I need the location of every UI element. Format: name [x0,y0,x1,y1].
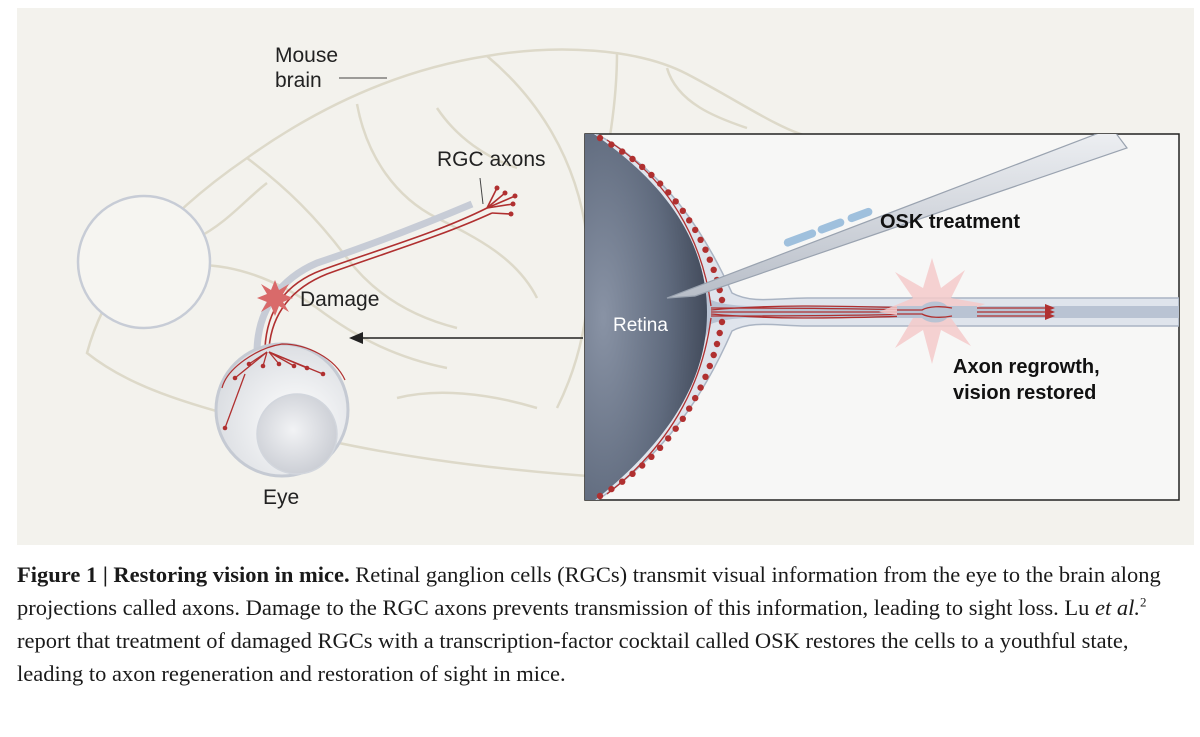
olfactory-bulb [76,194,212,330]
optic-nerve [253,200,474,354]
mouse-brain-label-line2: brain [275,69,322,92]
diagram-canvas: Mouse brain RGC axons Damage Eye Retina … [76,44,1180,509]
caption-text-2: report that treatment of damaged RGCs wi… [17,628,1129,686]
regrowth-arrowheads [1045,304,1055,320]
regrowth-label-line2: vision restored [953,382,1096,404]
rgc-axons-label: RGC axons [437,148,546,171]
regrowth-label-line1: Axon regrowth, [953,356,1100,378]
figure-caption: Figure 1 | Restoring vision in mice. Ret… [17,558,1187,690]
rgc-axons-leader-line [479,177,484,205]
caption-title: Figure 1 | Restoring vision in mice. [17,562,350,587]
damage-label: Damage [300,288,379,311]
caption-text-1: Retinal ganglion cells (RGCs) transmit v… [17,562,1161,620]
mouse-brain-label-line1: Mouse [275,44,338,67]
damage-star [257,280,293,316]
inset-panel [584,133,1180,501]
eye-illustration [214,342,350,478]
figure-panel: Mouse brain RGC axons Damage Eye Retina … [17,8,1194,545]
eye-label: Eye [263,486,299,509]
caption-italic: et al. [1094,595,1140,620]
zoom-arrow [349,332,583,344]
axon-terminals [494,185,518,217]
injection-needle [666,134,1128,299]
retina-label: Retina [613,315,668,336]
osk-treatment-label: OSK treatment [880,211,1020,233]
caption-superscript: 2 [1139,594,1147,610]
